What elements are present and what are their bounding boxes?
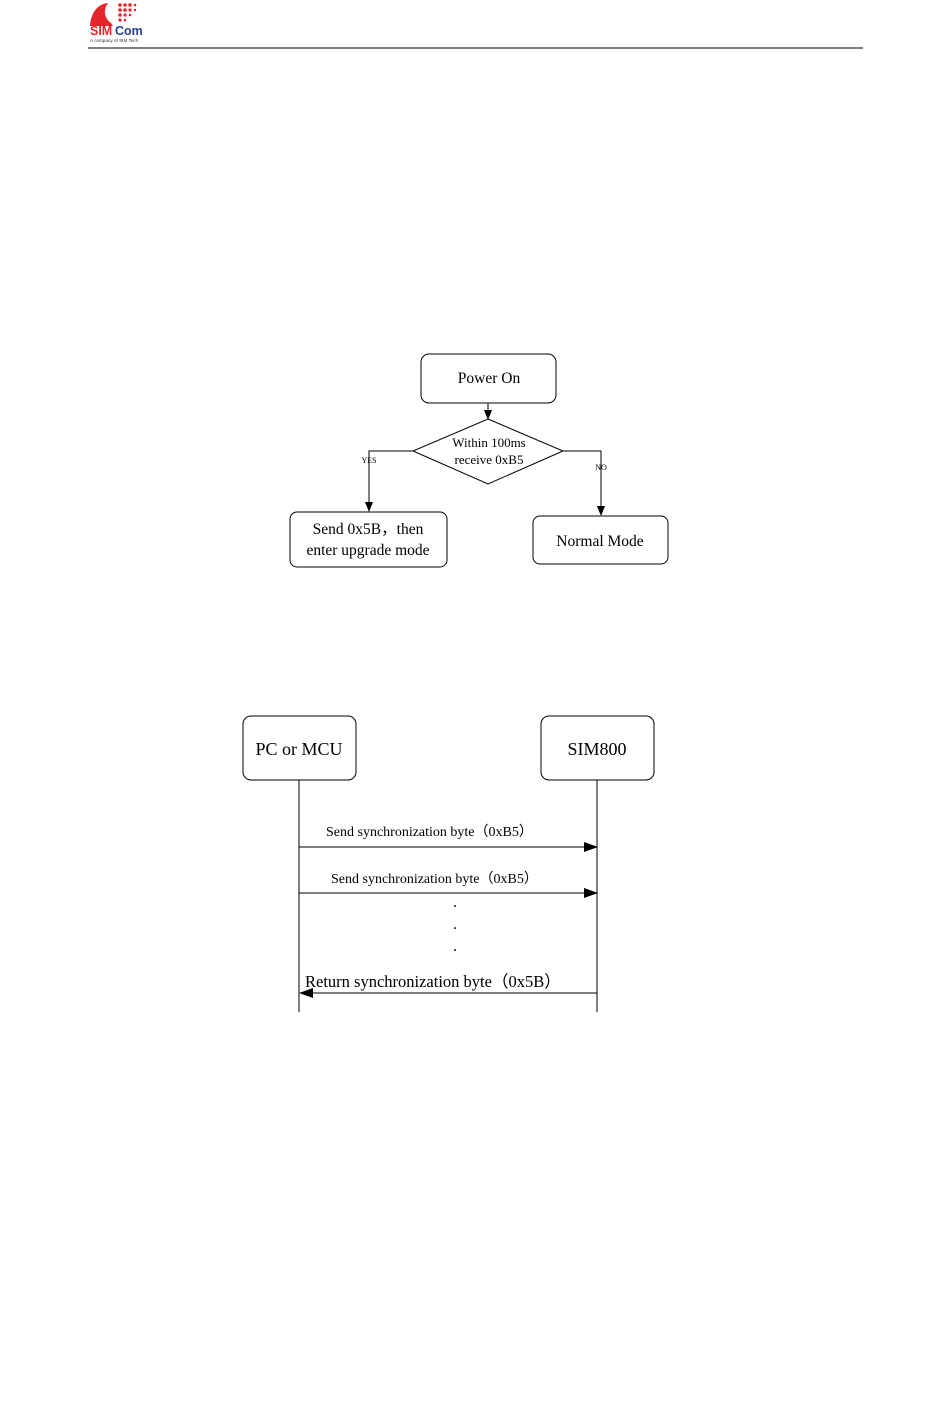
no-branch-label: NO (595, 463, 607, 472)
sequence-diagram (243, 716, 654, 1012)
upgrade-label-line1: Send 0x5B，then (313, 521, 424, 538)
connector-no-branch (563, 451, 601, 515)
normal-mode-label: Normal Mode (556, 533, 644, 550)
decision-label-line2: receive 0xB5 (455, 452, 524, 467)
message-label-1: Send synchronization byte（0xB5） (326, 824, 533, 840)
left-actor-label: PC or MCU (255, 739, 342, 759)
start-node-label: Power On (458, 370, 521, 387)
logo-dot-grid-icon (118, 3, 136, 21)
logo-tagline: A company of SIM Tech (90, 38, 139, 43)
simcom-logo: SIM Com A company of SIM Tech (90, 3, 143, 43)
logo-brand-com: Com (115, 24, 143, 38)
logo-brand-sim: SIM (90, 24, 112, 38)
decision-label-line1: Within 100ms (452, 435, 526, 450)
ellipsis-dot: . (453, 894, 457, 911)
message-label-2: Send synchronization byte（0xB5） (331, 871, 538, 887)
logo-swoosh-icon (90, 3, 113, 26)
message-label-3: Return synchronization byte（0x5B） (305, 972, 561, 991)
ellipsis-dot: . (453, 916, 457, 933)
upgrade-label-line2: enter upgrade mode (306, 542, 429, 559)
yes-branch-label: YES (361, 456, 376, 465)
ellipsis-dot: . (453, 938, 457, 955)
right-actor-label: SIM800 (567, 739, 626, 759)
